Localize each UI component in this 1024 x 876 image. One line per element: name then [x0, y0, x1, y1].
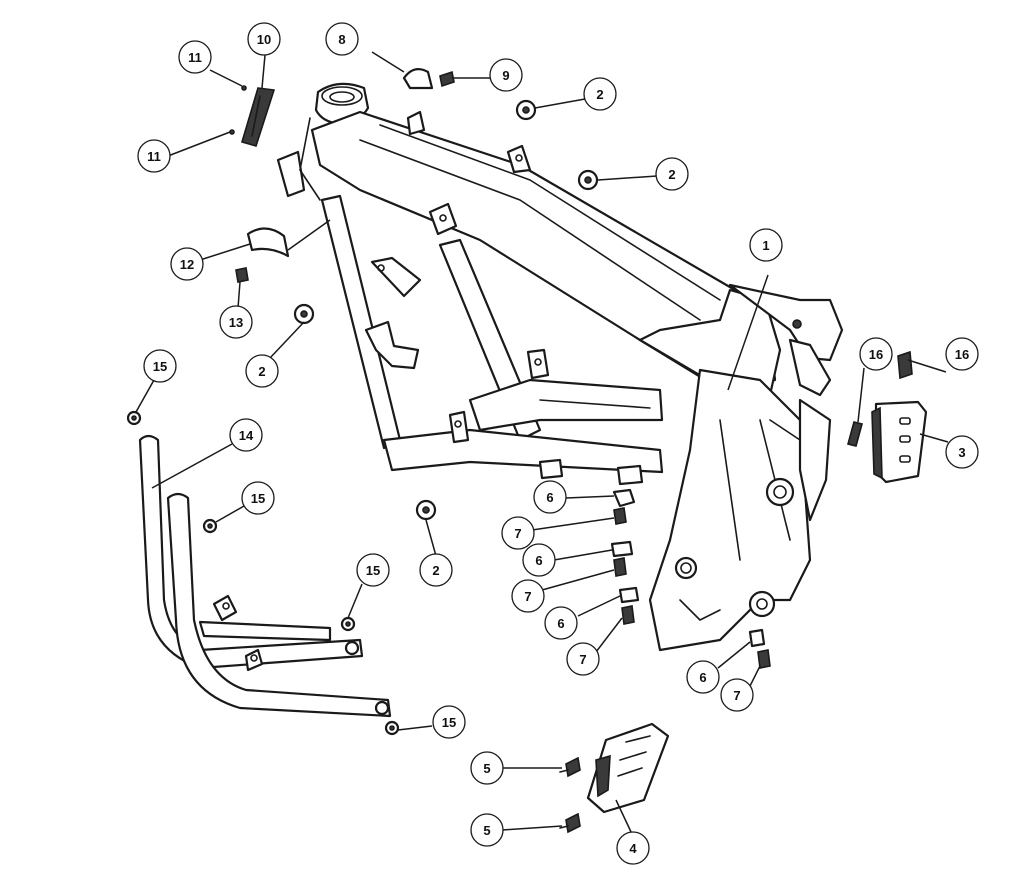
- callout-3: 3: [945, 435, 979, 469]
- svg-text:15: 15: [153, 359, 167, 374]
- callout-13: 13: [219, 305, 253, 339]
- callout-5: 5: [470, 751, 504, 785]
- callout-16: 16: [945, 337, 979, 371]
- svg-text:8: 8: [338, 32, 345, 47]
- callout-10: 10: [247, 22, 281, 56]
- callout-6: 6: [686, 660, 720, 694]
- hose-clamp: [235, 227, 290, 283]
- svg-text:3: 3: [958, 445, 965, 460]
- callouts: 1 2 2 2 2 3 4 5 5 6 6 6 6 7 7 7 7 8 9 10…: [137, 22, 979, 865]
- svg-text:2: 2: [432, 563, 439, 578]
- callout-12: 12: [170, 247, 204, 281]
- callout-8: 8: [325, 22, 359, 56]
- footrest-plate: [586, 722, 670, 814]
- clips-and-screws: [610, 488, 771, 669]
- callout-15: 15: [356, 553, 390, 587]
- svg-text:6: 6: [699, 670, 706, 685]
- callout-14: 14: [229, 418, 263, 452]
- cable-clamp: [402, 67, 455, 90]
- lower-cradle: [138, 434, 392, 718]
- svg-text:14: 14: [239, 428, 254, 443]
- callout-15: 15: [143, 349, 177, 383]
- callout-7: 7: [501, 516, 535, 550]
- bracket-studs: [847, 350, 913, 447]
- svg-text:5: 5: [483, 823, 490, 838]
- svg-text:15: 15: [442, 715, 456, 730]
- svg-text:7: 7: [733, 688, 740, 703]
- callout-6: 6: [522, 543, 556, 577]
- callout-1: 1: [749, 228, 783, 262]
- svg-text:16: 16: [869, 347, 883, 362]
- callout-9: 9: [489, 58, 523, 92]
- svg-text:12: 12: [180, 257, 194, 272]
- svg-text:15: 15: [251, 491, 265, 506]
- svg-text:11: 11: [147, 149, 161, 164]
- svg-text:13: 13: [229, 315, 243, 330]
- callout-15: 15: [241, 481, 275, 515]
- callout-2: 2: [245, 354, 279, 388]
- plate-bolts: [559, 756, 581, 834]
- svg-text:2: 2: [258, 364, 265, 379]
- svg-text:15: 15: [366, 563, 380, 578]
- svg-text:7: 7: [579, 652, 586, 667]
- callout-2: 2: [655, 157, 689, 191]
- callout-6: 6: [533, 480, 567, 514]
- svg-text:7: 7: [514, 526, 521, 541]
- svg-text:2: 2: [596, 87, 603, 102]
- svg-text:7: 7: [524, 589, 531, 604]
- svg-text:5: 5: [483, 761, 490, 776]
- cradle-nuts: [126, 410, 400, 736]
- svg-text:11: 11: [188, 50, 202, 65]
- leader-lines: [135, 51, 949, 835]
- svg-text:6: 6: [535, 553, 542, 568]
- svg-text:1: 1: [762, 238, 769, 253]
- callout-4: 4: [616, 831, 650, 865]
- frame-nuts: [293, 99, 599, 521]
- callout-7: 7: [566, 642, 600, 676]
- svg-text:9: 9: [502, 68, 509, 83]
- callout-16: 16: [859, 337, 893, 371]
- svg-text:4: 4: [629, 841, 637, 856]
- callout-11: 11: [178, 40, 212, 74]
- svg-text:6: 6: [557, 616, 564, 631]
- side-bracket: [871, 400, 928, 484]
- svg-text:2: 2: [668, 167, 675, 182]
- svg-text:16: 16: [955, 347, 969, 362]
- callout-7: 7: [720, 678, 754, 712]
- callout-2: 2: [419, 553, 453, 587]
- svg-text:10: 10: [257, 32, 271, 47]
- callout-5: 5: [470, 813, 504, 847]
- callout-2: 2: [583, 77, 617, 111]
- main-frame: [276, 82, 844, 652]
- id-plate-and-rivets: [229, 85, 276, 147]
- callout-15: 15: [432, 705, 466, 739]
- svg-text:6: 6: [546, 490, 553, 505]
- callout-11: 11: [137, 139, 171, 173]
- callout-7: 7: [511, 579, 545, 613]
- callout-6: 6: [544, 606, 578, 640]
